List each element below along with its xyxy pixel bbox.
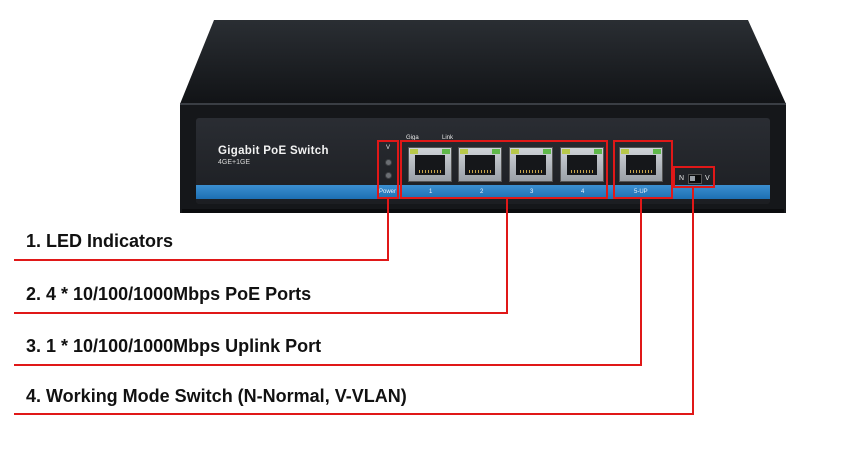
leader-line-1-horizontal	[14, 259, 389, 261]
mode-switch-highlight-box	[673, 166, 715, 188]
leader-line-4-vertical	[692, 188, 694, 414]
poe-port-3[interactable]	[509, 147, 553, 182]
led-indicator-2	[385, 172, 392, 179]
port-number-3: 3	[530, 189, 534, 195]
annotation-mode-switch: 4. Working Mode Switch (N-Normal, V-VLAN…	[26, 386, 407, 406]
link-label: Link	[442, 135, 454, 141]
leader-line-2-horizontal	[14, 312, 508, 314]
power-label: Power	[379, 189, 397, 195]
led-highlight-box	[377, 140, 399, 199]
annotation-led-indicators: 1. LED Indicators	[26, 231, 174, 251]
leader-line-3-vertical	[640, 199, 642, 365]
leader-line-2-vertical	[506, 199, 508, 313]
uplink-highlight-box	[613, 140, 673, 199]
poe-port-1[interactable]	[408, 147, 452, 182]
led-indicator-1	[385, 159, 392, 166]
mode-switch[interactable]	[688, 174, 702, 184]
model-label: 4GE+1GE	[218, 159, 251, 166]
leader-line-3-horizontal	[14, 364, 642, 366]
leader-line-4-horizontal	[14, 413, 694, 415]
uplink-label: 5-UP	[634, 189, 648, 195]
port-number-4: 4	[581, 189, 585, 195]
annotation-poe-ports: 2. 4 * 10/100/1000Mbps PoE Ports	[26, 284, 312, 304]
led-label-v: V	[386, 145, 391, 151]
mode-switch-knob	[690, 176, 695, 181]
leader-line-1-vertical	[387, 199, 389, 260]
poe-ports-highlight-box	[400, 140, 608, 199]
poe-port-2[interactable]	[458, 147, 502, 182]
poe-port-4[interactable]	[560, 147, 604, 182]
port-number-2: 2	[480, 189, 484, 195]
giga-label: Giga	[406, 135, 419, 141]
mode-switch-n-label: N	[679, 175, 685, 182]
port-number-1: 1	[429, 189, 433, 195]
mode-switch-v-label: V	[705, 175, 710, 182]
annotation-uplink-port: 3. 1 * 10/100/1000Mbps Uplink Port	[26, 336, 322, 356]
label-strip	[196, 185, 770, 199]
uplink-port[interactable]	[619, 147, 663, 182]
brand-label: Gigabit PoE Switch	[218, 145, 329, 157]
